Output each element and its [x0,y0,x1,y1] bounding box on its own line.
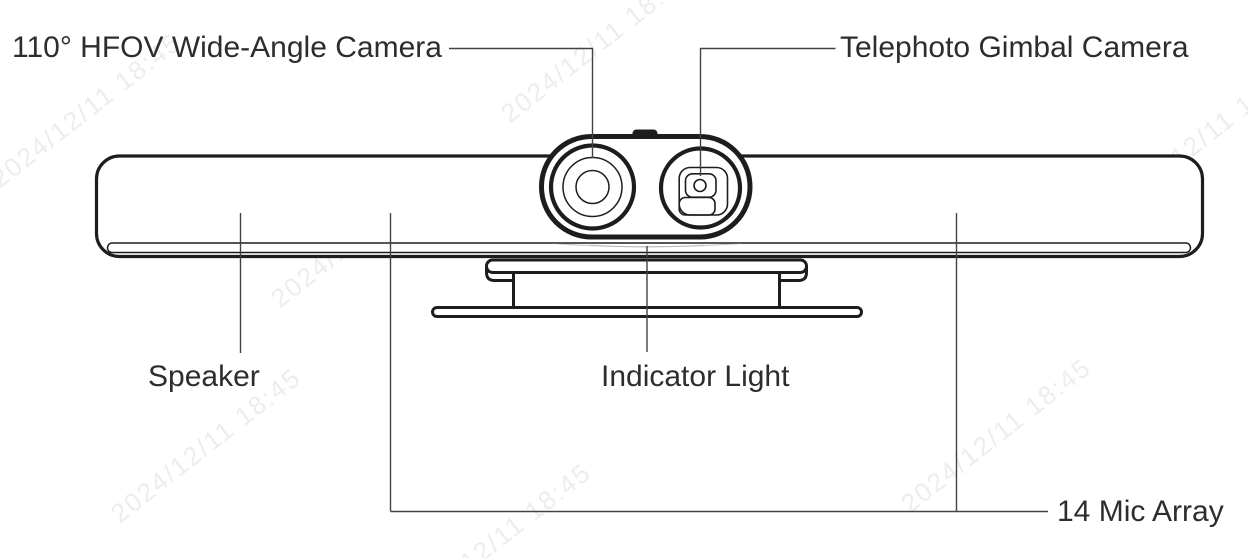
label-indicator-light: Indicator Light [601,360,790,393]
leader-telephoto-camera [699,47,836,176]
label-wide-angle-camera: 110° HFOV Wide-Angle Camera [12,31,442,64]
indicator-light-strip [106,242,1192,254]
label-mic-array: 14 Mic Array [1057,495,1224,528]
camera-pod [539,134,753,240]
leader-wide-camera [449,47,594,158]
label-telephoto-gimbal-camera: Telephoto Gimbal Camera [840,31,1189,64]
gimbal-housing [678,166,729,216]
label-speaker: Speaker [148,360,260,393]
